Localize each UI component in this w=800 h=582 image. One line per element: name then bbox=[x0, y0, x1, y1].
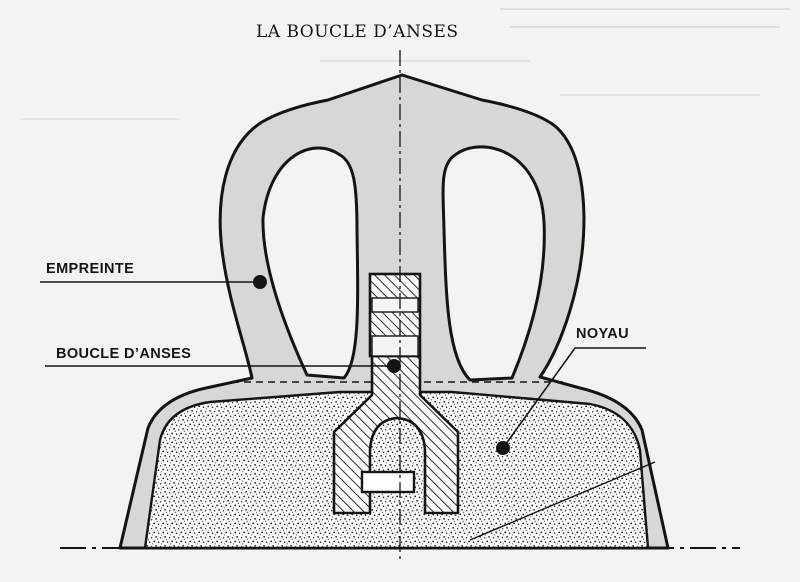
marker-empreinte bbox=[253, 275, 267, 289]
bleed-through-text bbox=[20, 8, 790, 120]
label-noyau: NOYAU bbox=[576, 326, 629, 342]
leader-base bbox=[469, 461, 656, 541]
diagram-title: LA BOUCLE D’ANSES bbox=[256, 22, 459, 42]
left-loop-cavity bbox=[261, 146, 360, 380]
label-empreinte: EMPREINTE bbox=[46, 261, 134, 277]
marker-boucle bbox=[387, 359, 401, 373]
leader-noyau bbox=[502, 347, 646, 449]
right-loop-cavity bbox=[441, 145, 546, 382]
label-boucle-anses: BOUCLE D’ANSES bbox=[56, 346, 191, 362]
boucle-anses-insert bbox=[332, 272, 460, 515]
noyau-core bbox=[143, 390, 650, 550]
marker-noyau bbox=[496, 441, 510, 455]
